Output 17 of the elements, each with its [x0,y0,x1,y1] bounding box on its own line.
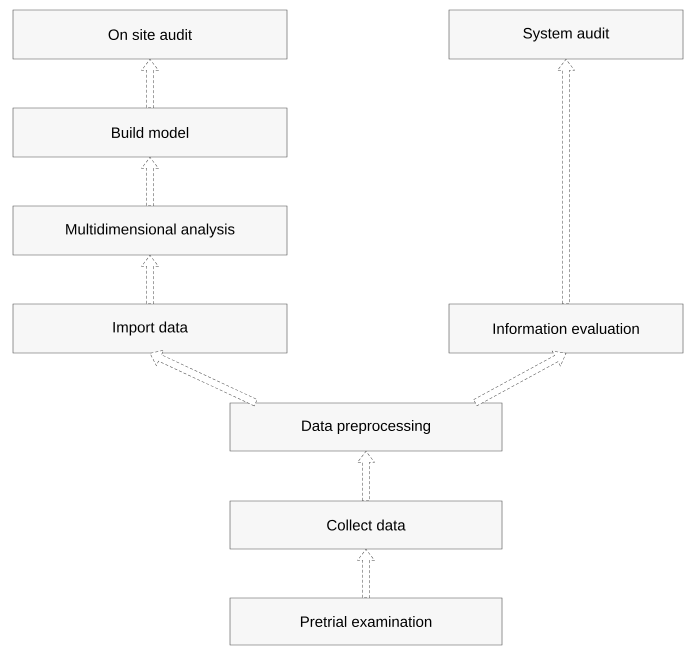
block-arrow [141,59,159,108]
block-arrow [141,255,159,304]
block-arrow [357,549,375,598]
process-box: System audit [448,10,684,60]
process-box: Build model [12,108,288,158]
block-arrow [141,157,159,206]
process-box: On site audit [12,10,288,60]
block-arrow [357,451,375,501]
process-box: Pretrial examination [230,598,502,646]
process-box: Collect data [230,500,502,550]
process-box: Import data [12,304,288,354]
process-box: Multidimensional analysis [12,206,288,256]
process-box: Information evaluation [448,304,684,354]
process-box: Data preprocessing [230,402,502,452]
block-arrow [473,350,566,406]
block-arrow [557,59,575,304]
block-arrow [150,350,258,406]
